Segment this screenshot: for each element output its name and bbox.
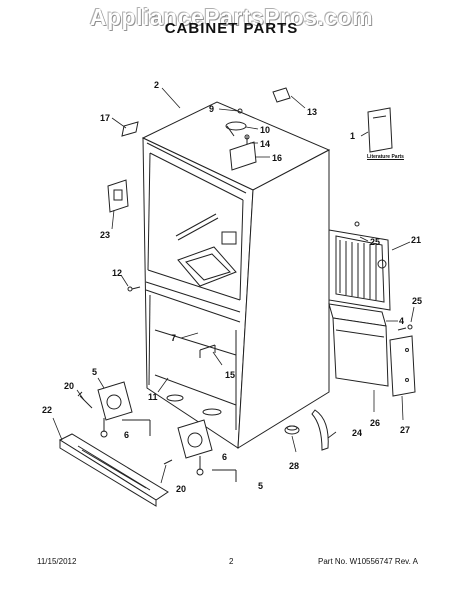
cabinet-body <box>141 101 331 449</box>
leader-lines <box>52 87 415 484</box>
callout-11: 11 <box>148 392 158 402</box>
callout-7: 7 <box>171 333 177 343</box>
callout-21: 21 <box>411 235 422 245</box>
page-title: CABINET PARTS <box>164 20 299 37</box>
callout-26: 26 <box>370 418 381 428</box>
callout-17: 17 <box>100 113 111 123</box>
machine-cover <box>328 303 389 387</box>
toe-grille <box>58 433 169 507</box>
callout-13: 13 <box>307 107 318 117</box>
rear-grille <box>328 221 391 311</box>
callout-16: 16 <box>272 153 283 163</box>
callout-2: 2 <box>154 80 160 90</box>
callout-12: 12 <box>112 268 123 278</box>
roller-assembly-right <box>163 419 237 482</box>
callout-25-top: 25 <box>370 237 381 247</box>
callout-6-left: 6 <box>124 430 130 440</box>
screw-12 <box>127 286 141 292</box>
cap-28 <box>284 425 300 435</box>
hinge-24 <box>311 409 329 451</box>
callout-14: 14 <box>260 139 271 149</box>
callout-20-left: 20 <box>64 381 75 391</box>
callout-24: 24 <box>352 428 363 438</box>
literature-label: Literature Parts <box>367 154 404 160</box>
footer-part-number: Part No. W10556747 Rev. A <box>318 557 418 566</box>
callout-27: 27 <box>400 425 411 435</box>
watermark: AppliancePartsPros.com <box>89 4 374 30</box>
top-hardware <box>121 87 291 171</box>
access-panel <box>389 324 416 397</box>
callout-28: 28 <box>289 461 300 471</box>
control-panel <box>107 179 129 213</box>
literature-booklet <box>367 107 393 153</box>
callout-15: 15 <box>225 370 236 380</box>
callout-4: 4 <box>399 316 405 326</box>
footer-page: 2 <box>229 557 234 566</box>
callout-1: 1 <box>350 131 356 141</box>
callout-9: 9 <box>209 104 215 114</box>
callout-6-right: 6 <box>222 452 228 462</box>
callout-5-left: 5 <box>92 367 98 377</box>
callout-25-right: 25 <box>412 296 423 306</box>
callout-5-right: 5 <box>258 481 264 491</box>
roller-assembly-left <box>77 381 151 438</box>
footer-date: 11/15/2012 <box>37 557 77 566</box>
callout-20-right: 20 <box>176 484 187 494</box>
callout-23: 23 <box>100 230 111 240</box>
callout-22: 22 <box>42 405 53 415</box>
callout-10: 10 <box>260 125 271 135</box>
